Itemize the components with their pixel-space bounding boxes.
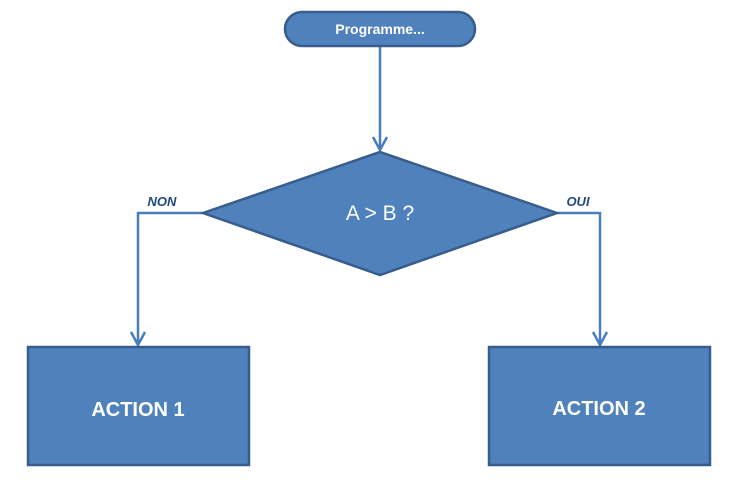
branch-label-no: NON xyxy=(148,194,178,209)
action-1-node: ACTION 1 xyxy=(26,345,251,467)
connector-start-to-decision xyxy=(371,46,389,153)
decision-node: A > B ? xyxy=(199,150,561,277)
connector-decision-to-action-1 xyxy=(129,211,203,348)
branch-label-yes: OUI xyxy=(566,194,590,209)
start-node: Programme... xyxy=(283,10,477,48)
decision-node-label: A > B ? xyxy=(346,202,414,225)
connector-decision-to-action-2 xyxy=(557,211,609,348)
action-2-label: ACTION 2 xyxy=(552,398,645,420)
action-1-label: ACTION 1 xyxy=(91,399,184,421)
start-node-label: Programme... xyxy=(335,21,424,37)
action-2-node: ACTION 2 xyxy=(487,345,712,467)
